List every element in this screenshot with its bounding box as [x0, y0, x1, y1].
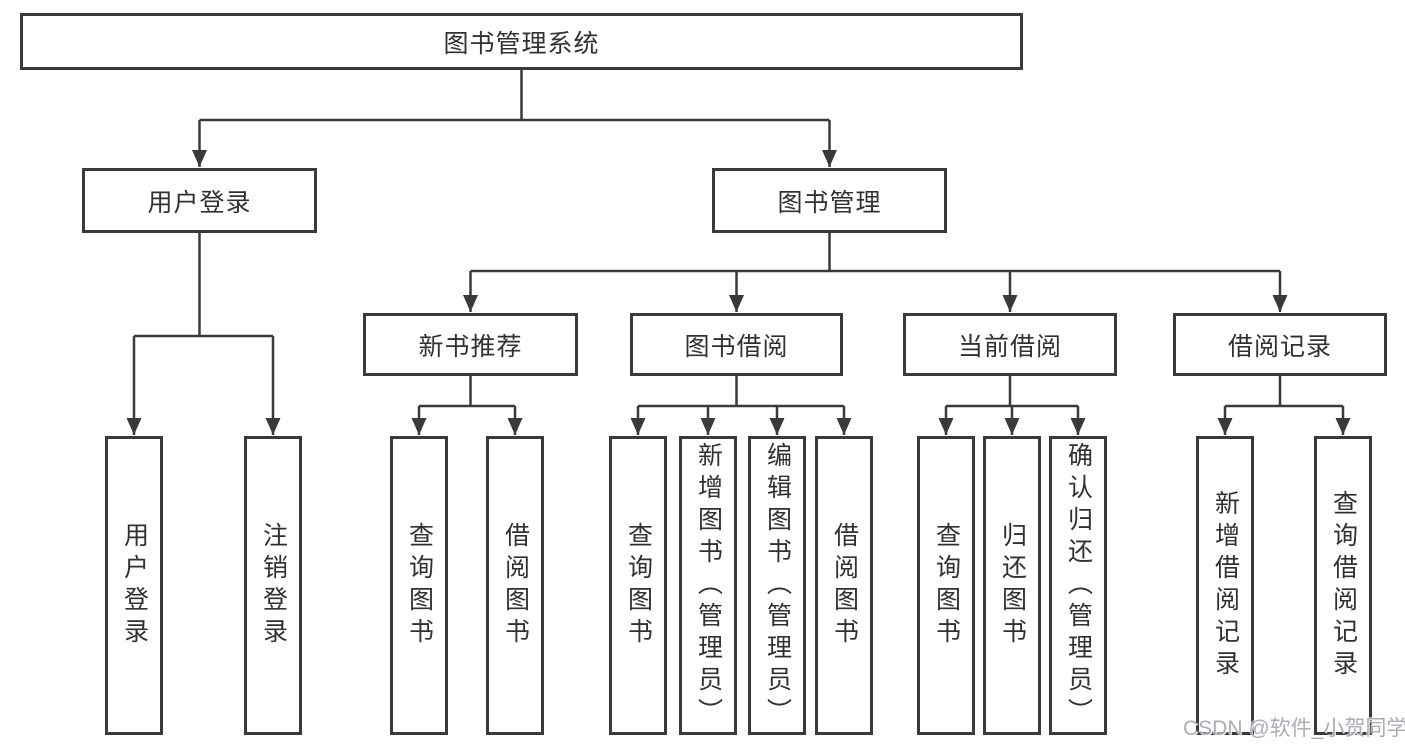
leaf-add-book-admin: 新增图书（管理员） [679, 436, 737, 735]
leaf-label: 查询图书 [624, 521, 653, 650]
leaf-label: 确认归还（管理员） [1064, 441, 1093, 730]
leaf-confirm-return-admin: 确认归还（管理员） [1049, 436, 1107, 735]
leaf-label: 新增借阅记录 [1211, 489, 1240, 682]
leaf-query-borrow-record: 查询借阅记录 [1314, 436, 1372, 735]
leaf-label: 查询借阅记录 [1329, 489, 1358, 682]
leaf-borrow-books-recommend: 借阅图书 [486, 436, 544, 735]
leaf-label: 编辑图书（管理员） [763, 441, 792, 730]
leaf-query-books-borrow: 查询图书 [609, 436, 667, 735]
leaf-query-books-current: 查询图书 [917, 436, 975, 735]
leaf-label: 查询图书 [405, 521, 434, 650]
leaf-label: 查询图书 [932, 521, 961, 650]
leaf-return-book: 归还图书 [983, 436, 1041, 735]
leaf-label: 注销登录 [259, 521, 288, 650]
leaf-user-login: 用户登录 [105, 436, 163, 735]
leaf-borrow-books: 借阅图书 [815, 436, 873, 735]
leaf-label: 新增图书（管理员） [694, 441, 723, 730]
node-current-borrowing: 当前借阅 [903, 313, 1117, 376]
node-borrowing-records: 借阅记录 [1173, 313, 1387, 376]
node-new-book-recommend: 新书推荐 [363, 313, 578, 376]
node-system-root: 图书管理系统 [20, 13, 1023, 70]
leaf-query-books-recommend: 查询图书 [390, 436, 448, 735]
leaf-logout: 注销登录 [244, 436, 302, 735]
node-book-management: 图书管理 [712, 168, 947, 233]
leaf-label: 借阅图书 [501, 521, 530, 650]
leaf-label: 归还图书 [998, 521, 1027, 650]
leaf-label: 用户登录 [120, 521, 149, 650]
node-book-borrowing: 图书借阅 [630, 313, 843, 376]
leaf-label: 借阅图书 [830, 521, 859, 650]
node-user-login: 用户登录 [82, 168, 317, 233]
csdn-watermark: CSDN @软件_小贺同学 [1183, 717, 1405, 740]
leaf-edit-book-admin: 编辑图书（管理员） [748, 436, 806, 735]
leaf-add-borrow-record: 新增借阅记录 [1196, 436, 1254, 735]
